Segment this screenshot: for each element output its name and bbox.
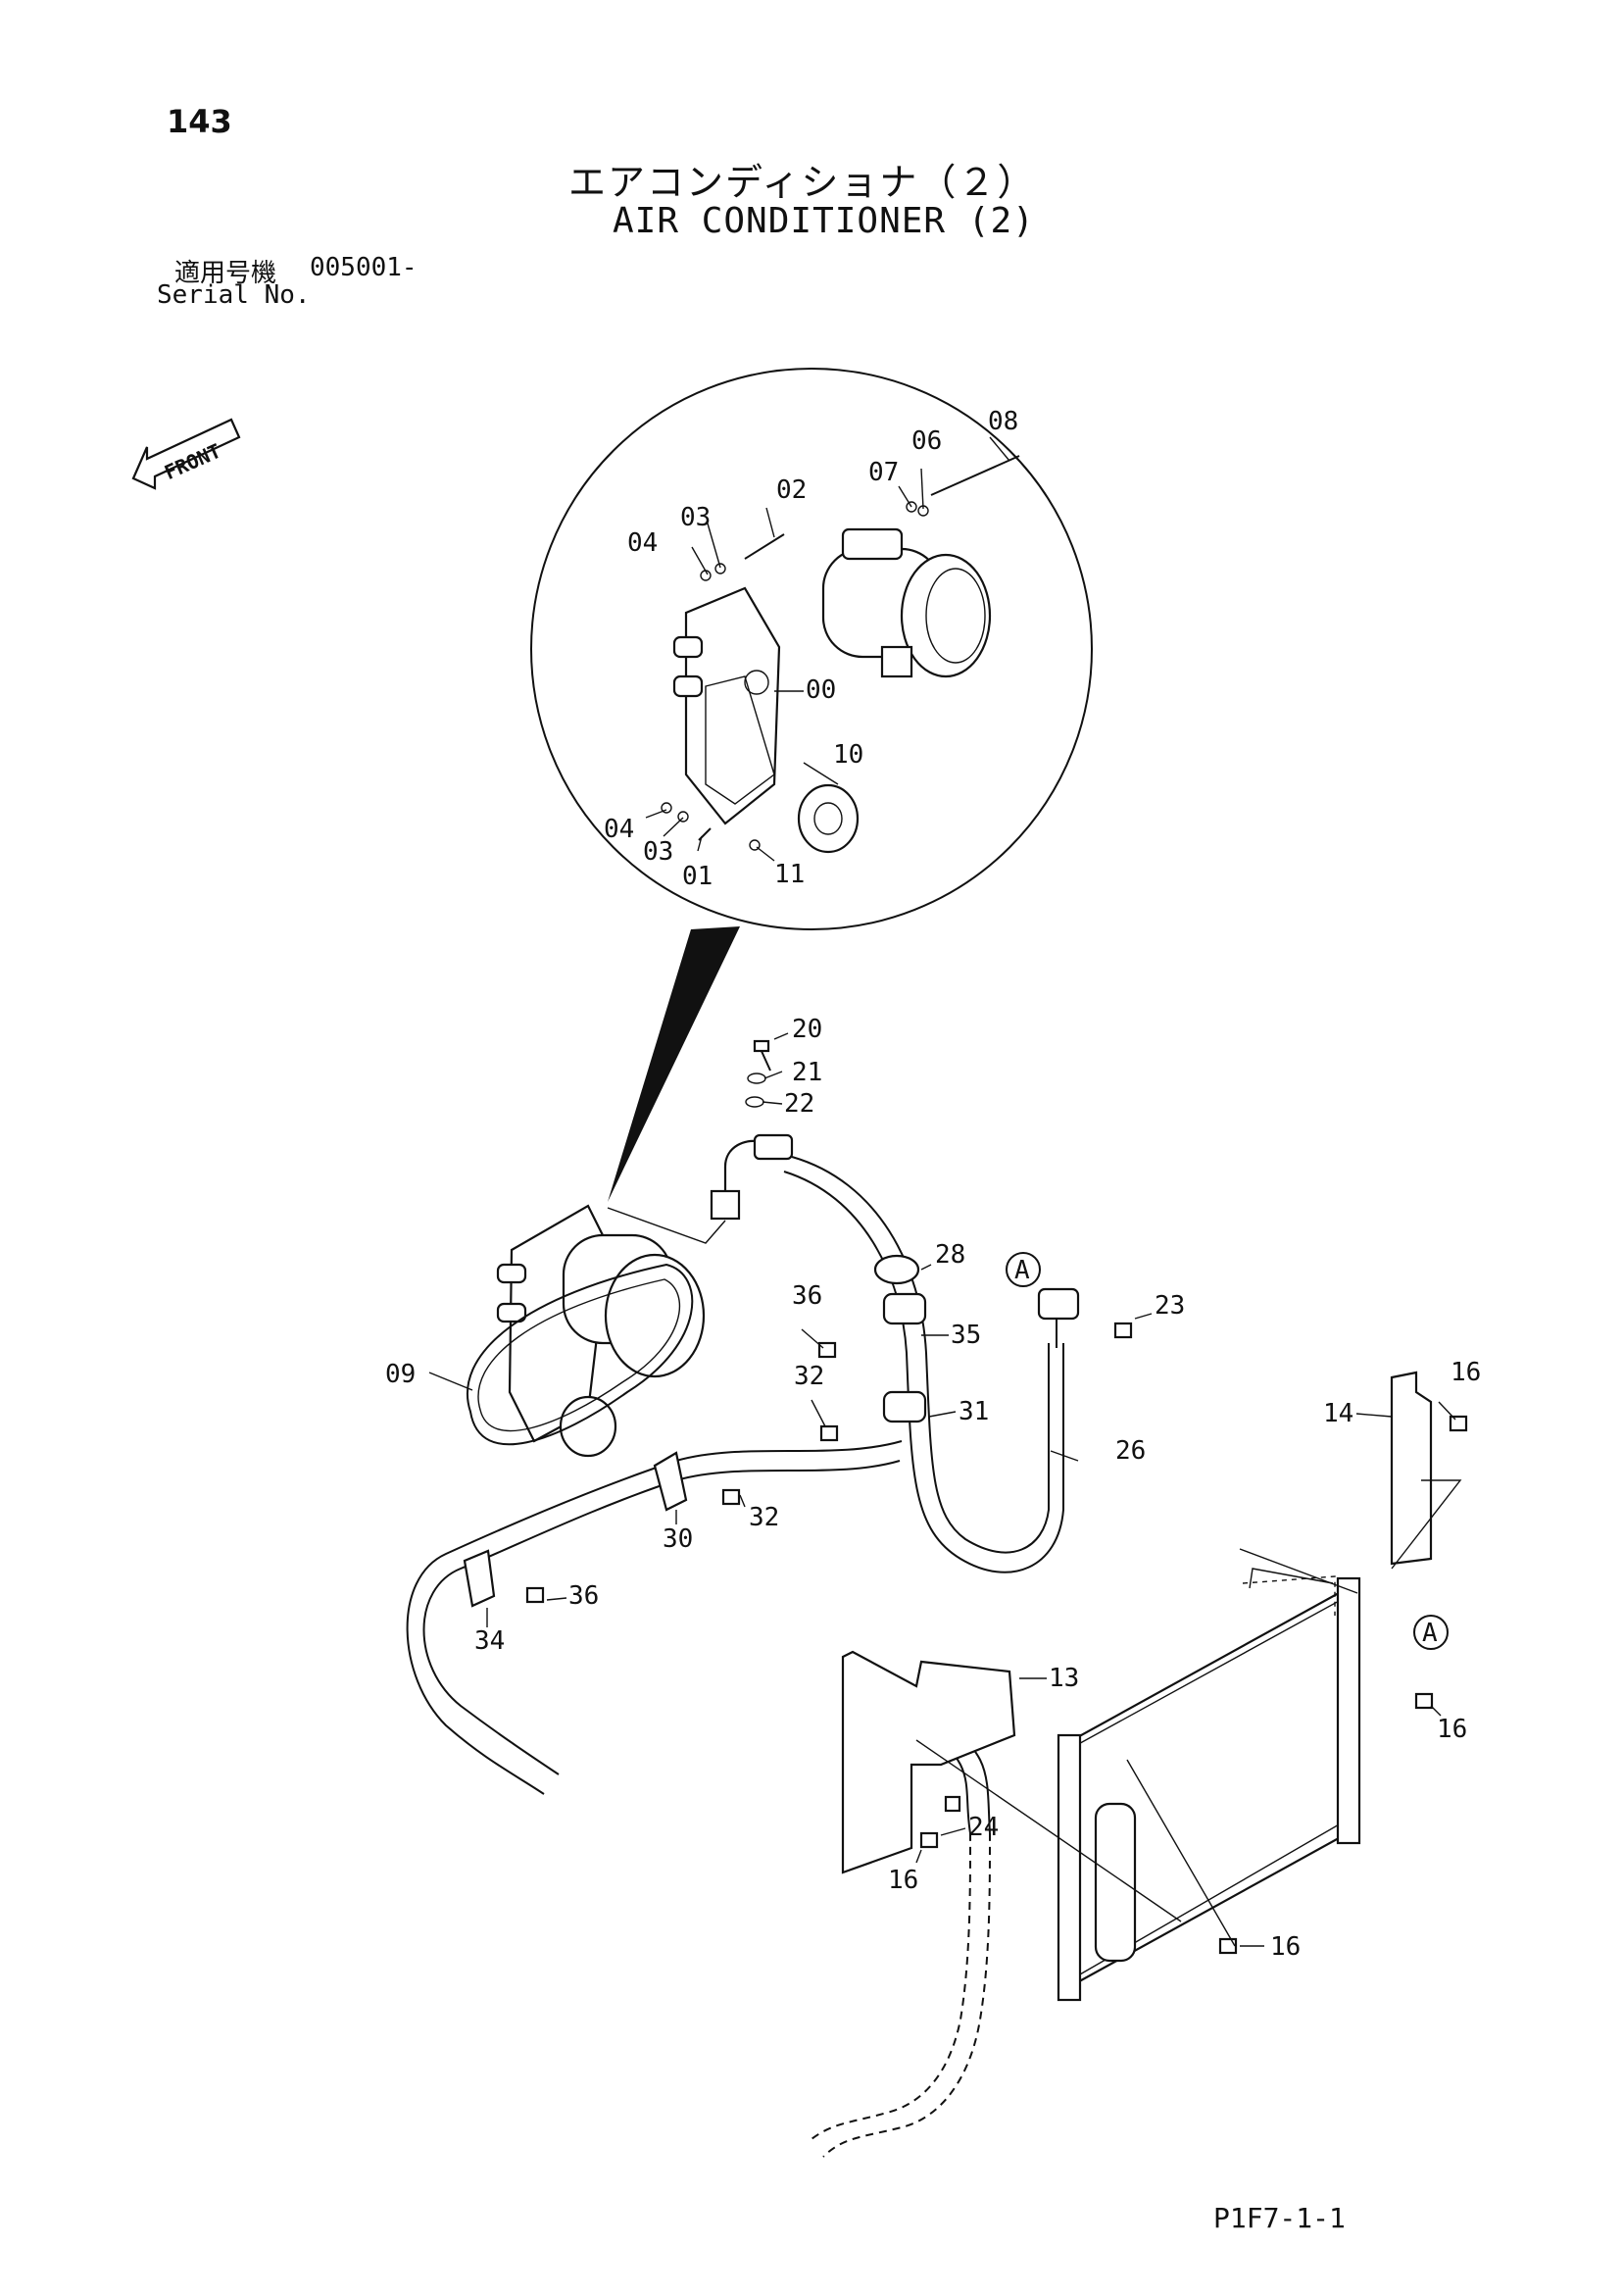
callout-16-condenser-bottom: 16 <box>1270 1932 1301 1962</box>
detail-pointer <box>608 926 740 1202</box>
callout-09: 09 <box>385 1360 416 1389</box>
callout-04-top: 04 <box>627 528 658 558</box>
callout-36-bottom: 36 <box>568 1581 599 1611</box>
mark-a2-label: A <box>1422 1619 1438 1648</box>
page-title-jp: エアコンディショナ（２） <box>568 161 1037 204</box>
bracket-14 <box>1390 1371 1462 1570</box>
hose-clamps <box>463 1254 927 1608</box>
callout-35: 35 <box>951 1321 981 1350</box>
callout-24: 24 <box>968 1813 999 1842</box>
hose-fitting <box>607 1133 794 1244</box>
main-leaders <box>428 1264 1456 1947</box>
callout-32-top: 32 <box>794 1362 824 1391</box>
callout-34: 34 <box>474 1626 505 1656</box>
callout-01: 01 <box>682 862 713 891</box>
callout-20: 20 <box>792 1015 822 1044</box>
callout-16-bracket14: 16 <box>1451 1358 1481 1387</box>
callout-10: 10 <box>833 740 863 770</box>
serial-label-en: Serial No. <box>157 280 311 310</box>
serial-value: 005001- <box>310 253 418 282</box>
callout-30: 30 <box>663 1524 693 1554</box>
serial-label-jp: 適用号機 <box>174 259 277 288</box>
callout-26: 26 <box>1115 1436 1146 1466</box>
callout-36-top: 36 <box>792 1281 822 1311</box>
callout-03-top: 03 <box>680 503 711 532</box>
callout-02: 02 <box>776 475 807 505</box>
compressor-bracket <box>672 586 781 825</box>
detail-leaders <box>645 436 1010 862</box>
callout-00: 00 <box>806 675 836 705</box>
front-arrow-icon: FRONT <box>131 418 241 490</box>
detail-circle <box>530 368 1093 1202</box>
top-fasteners <box>745 1032 789 1108</box>
compressor <box>821 527 992 678</box>
callout-14: 14 <box>1323 1399 1353 1428</box>
mark-a1-label: A <box>1014 1256 1030 1285</box>
page-title-en: AIR CONDITIONER (2) <box>613 201 1035 241</box>
reference-mark-a1: A <box>1006 1252 1041 1287</box>
callout-23: 23 <box>1155 1291 1185 1321</box>
callout-31: 31 <box>959 1397 989 1426</box>
callout-06: 06 <box>911 426 942 456</box>
reference-mark-a2: A <box>1413 1615 1449 1650</box>
condenser-leaders <box>915 1739 1236 1947</box>
callout-07: 07 <box>868 458 899 487</box>
callout-11: 11 <box>774 860 805 889</box>
callout-04-bottom: 04 <box>604 815 634 844</box>
callout-16-condenser-right: 16 <box>1437 1715 1467 1744</box>
compressor-assembly <box>496 1204 706 1458</box>
fan-belt <box>466 1263 694 1446</box>
callout-21: 21 <box>792 1058 822 1087</box>
callout-32-bottom: 32 <box>749 1503 779 1532</box>
drawing-code: P1F7-1-1 <box>1213 2202 1346 2234</box>
callout-16-bracket13: 16 <box>888 1866 918 1895</box>
callout-08: 08 <box>988 407 1018 436</box>
hose-end-fitting <box>1037 1287 1080 1348</box>
main-fasteners <box>525 1322 1468 1955</box>
callout-28: 28 <box>935 1240 965 1270</box>
callout-13: 13 <box>1049 1664 1079 1693</box>
idler-pulley <box>797 783 860 854</box>
page-number: 143 <box>167 103 232 140</box>
callout-22: 22 <box>784 1089 814 1119</box>
bracket-13 <box>841 1650 1016 1874</box>
callout-03-bottom: 03 <box>643 837 673 867</box>
callout-labels: 02 03 04 07 06 08 00 10 04 03 01 11 20 2… <box>385 407 1481 1962</box>
condenser <box>1057 1548 1361 2002</box>
detail-fasteners <box>661 455 1020 851</box>
